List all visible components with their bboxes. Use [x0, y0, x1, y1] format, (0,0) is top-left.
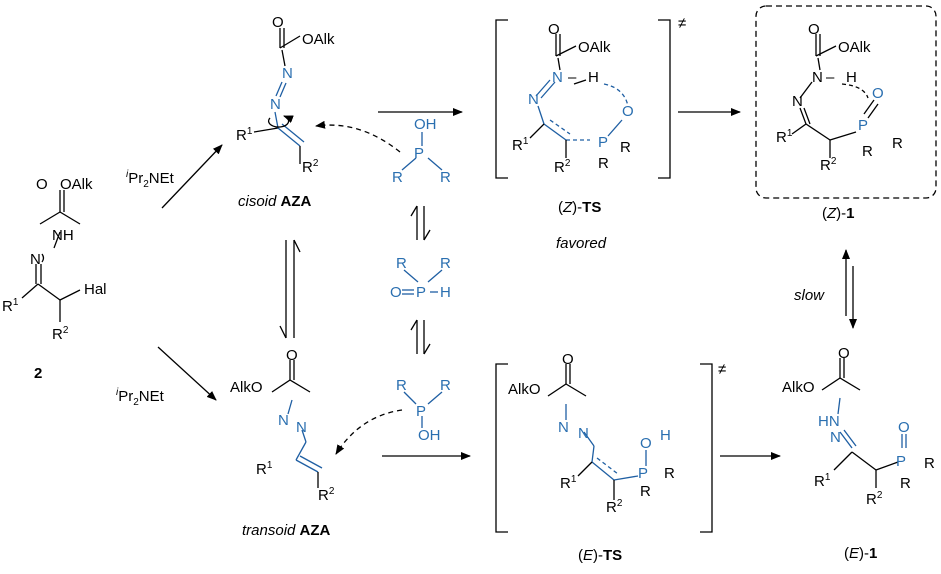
- ets-r1: R1: [560, 474, 577, 492]
- zprod-n-bottom: N: [792, 93, 803, 110]
- cisoid-n-bottom: N: [270, 96, 281, 113]
- start-hal-label: Hal: [84, 281, 107, 298]
- p-top-p: P: [414, 145, 425, 162]
- ets-r-b: R: [664, 465, 675, 482]
- zprod-caption: (Z)-1: [822, 205, 855, 222]
- start-compound-number: 2: [34, 365, 43, 382]
- ets-h: H: [660, 427, 671, 444]
- zprod-r1: R1: [776, 128, 793, 146]
- transoid-n-bottom: N: [296, 419, 307, 436]
- zprod-n-top: N: [812, 69, 823, 86]
- zts-r2: R2: [554, 158, 571, 176]
- transoid-alko: AlkO: [230, 379, 263, 396]
- zts-r-a: R: [598, 155, 609, 172]
- transoid-caption: transoid AZA: [242, 522, 331, 539]
- zts-caption: (Z)-TS: [558, 199, 602, 216]
- zprod-o: O: [872, 85, 884, 102]
- p-mid-p: P: [416, 284, 427, 301]
- zts-h: H: [588, 69, 599, 86]
- eprod-r2: R2: [866, 490, 883, 508]
- eprod-hn: HN: [818, 413, 840, 430]
- ets-r-a: R: [640, 483, 651, 500]
- ets-r2: R2: [606, 498, 623, 516]
- ets-o: O: [640, 435, 652, 452]
- zts-r1: R1: [512, 136, 529, 154]
- cisoid-caption: cisoid AZA: [238, 193, 312, 210]
- ets-p: P: [638, 465, 649, 482]
- p-mid-o: O: [390, 284, 402, 301]
- arrow-to-cisoid: [161, 144, 223, 209]
- p-bot-r-right: R: [440, 377, 451, 394]
- eprod-r-b: R: [924, 455, 935, 472]
- p-bot-r-left: R: [396, 377, 407, 394]
- eprod-alko: AlkO: [782, 379, 815, 396]
- start-n-label: N: [30, 251, 41, 268]
- cisoid-r2: R2: [302, 158, 319, 176]
- start-oalk-label: OAlk: [60, 176, 93, 193]
- start-r2: R2: [52, 325, 69, 343]
- p-mid-r-left: R: [396, 255, 407, 272]
- zts-o: O: [622, 103, 634, 120]
- ets-ddagger: ≠: [718, 361, 727, 378]
- ets-caption: (E)-TS: [578, 547, 623, 564]
- p-top-oh: OH: [414, 116, 437, 133]
- p-top-r-right: R: [440, 169, 451, 186]
- zts-n-bottom: N: [528, 91, 539, 108]
- cisoid-oalk: OAlk: [302, 31, 335, 48]
- cisoid-r1: R1: [236, 126, 253, 144]
- zts-r-b: R: [620, 139, 631, 156]
- zprod-r-b: R: [892, 135, 903, 152]
- zprod-r-a: R: [862, 143, 873, 160]
- zprod-r2: R2: [820, 156, 837, 174]
- eprod-n: N: [830, 429, 841, 446]
- arrow-to-transoid: [157, 346, 217, 401]
- start-r1: R1: [2, 297, 19, 315]
- base-label-top: iPr2NEt: [126, 169, 174, 190]
- p-bot-oh: OH: [418, 427, 441, 444]
- start-nh-label: NH: [52, 227, 74, 244]
- p-mid-h: H: [440, 284, 451, 301]
- slow-label: slow: [794, 287, 825, 304]
- zts-favored-note: favored: [556, 235, 607, 252]
- zts-oalk: OAlk: [578, 39, 611, 56]
- eprod-p: P: [896, 453, 907, 470]
- eprod-r1: R1: [814, 472, 831, 490]
- p-mid-r-right: R: [440, 255, 451, 272]
- p-bot-p: P: [416, 403, 427, 420]
- transoid-n-top: N: [278, 412, 289, 429]
- base-label-bottom: iPr2NEt: [116, 387, 164, 408]
- zprod-p: P: [858, 117, 869, 134]
- ets-n-top: N: [558, 419, 569, 436]
- zts-p: P: [598, 134, 609, 151]
- ets-alko: AlkO: [508, 381, 541, 398]
- eprod-r-a: R: [900, 475, 911, 492]
- ets-n-bottom: N: [578, 425, 589, 442]
- zprod-h: H: [846, 69, 857, 86]
- transoid-r1: R1: [256, 460, 273, 478]
- zts-n-top: N: [552, 69, 563, 86]
- start-carbonyl-o: O: [36, 176, 48, 193]
- transoid-r2: R2: [318, 486, 335, 504]
- zprod-oalk: OAlk: [838, 39, 871, 56]
- cisoid-n-top: N: [282, 65, 293, 82]
- p-top-r-left: R: [392, 169, 403, 186]
- eprod-o: O: [898, 419, 910, 436]
- eprod-caption: (E)-1: [844, 545, 878, 562]
- zts-ddagger: ≠: [678, 15, 687, 32]
